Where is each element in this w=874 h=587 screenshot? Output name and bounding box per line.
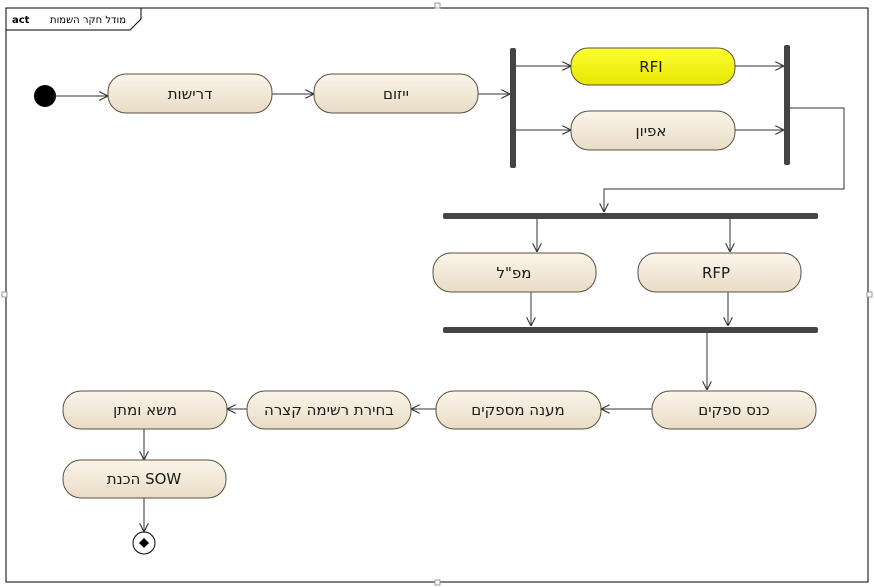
resize-handle-bottom[interactable] (434, 579, 441, 586)
activity-sow[interactable]: הכנת SOW (62, 459, 227, 499)
activity-specification[interactable]: אפיון (570, 110, 736, 151)
activity-vendor-response-label: מענה מספקים (471, 401, 564, 419)
activity-shortlist-label: בחירת רשימה קצרה (264, 401, 394, 419)
activity-rfi-label: RFI (639, 58, 662, 76)
fork-bar-2[interactable] (443, 213, 818, 219)
activity-mapal[interactable]: מפ"ל (432, 252, 597, 293)
activity-shortlist[interactable]: בחירת רשימה קצרה (246, 390, 412, 430)
activity-rfp[interactable]: RFP (637, 252, 802, 293)
activity-vendor-conference[interactable]: כנס ספקים (651, 390, 817, 430)
activity-mapal-label: מפ"ל (497, 264, 532, 282)
resize-handle-left[interactable] (1, 291, 8, 298)
resize-handle-right[interactable] (866, 291, 873, 298)
fork-bar-1[interactable] (510, 48, 516, 168)
frame-tab (6, 8, 142, 31)
activity-negotiation[interactable]: משא ומתן (62, 390, 228, 430)
activity-negotiation-label: משא ומתן (113, 401, 177, 419)
final-node[interactable] (132, 531, 156, 555)
activity-rfp-label: RFP (702, 264, 730, 282)
initial-node[interactable] (34, 85, 56, 107)
frame-keyword: act (12, 15, 30, 26)
frame-name: מודל חקר השמות (50, 15, 126, 26)
activity-requirements-label: דרישות (168, 85, 213, 103)
edge-join1-fork2 (604, 107, 845, 212)
join-bar-1[interactable] (784, 45, 790, 165)
activity-initiation-label: ייזום (383, 85, 409, 103)
activity-vendor-conference-label: כנס ספקים (698, 401, 770, 419)
activity-sow-label: הכנת SOW (107, 470, 182, 488)
activity-initiation[interactable]: ייזום (313, 73, 479, 114)
activity-vendor-response[interactable]: מענה מספקים (435, 390, 602, 430)
resize-handle-top[interactable] (434, 2, 441, 9)
activity-requirements[interactable]: דרישות (107, 73, 273, 114)
join-bar-2[interactable] (443, 327, 818, 333)
activity-specification-label: אפיון (636, 122, 667, 140)
activity-rfi[interactable]: RFI (570, 47, 736, 86)
